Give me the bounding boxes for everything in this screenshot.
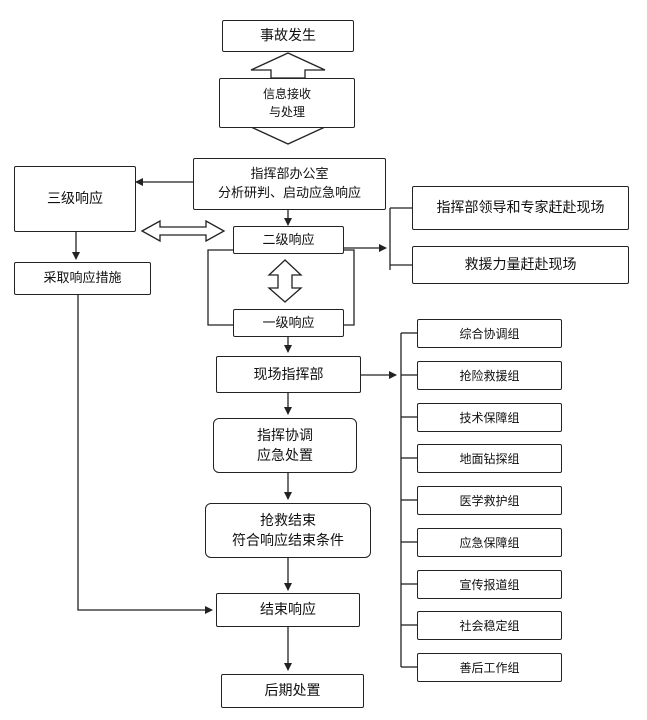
group-label: 地面钻探组 — [459, 451, 520, 466]
office-line2: 分析研判、启动应急响应 — [217, 186, 361, 201]
aftermath-box: 后期处置 — [221, 674, 364, 708]
end-response-label: 结束响应 — [260, 602, 316, 618]
info-line1: 信息接收 — [262, 87, 311, 101]
group-label: 宣传报道组 — [459, 577, 520, 592]
group-box: 综合协调组 — [417, 319, 562, 348]
level3-label: 三级响应 — [47, 191, 103, 207]
site-hq-box: 现场指挥部 — [216, 356, 361, 393]
group-label: 社会稳定组 — [459, 618, 520, 633]
info-double-arrow — [250, 52, 326, 79]
info-processing-box: 信息接收 与处理 — [219, 78, 355, 128]
coord-line1: 指挥协调 — [257, 427, 313, 444]
response-measures-box: 采取响应措施 — [14, 262, 151, 295]
level2-level1-double-arrow — [267, 259, 303, 303]
end-rescue-line2: 符合响应结束条件 — [232, 532, 344, 549]
group-box: 医学救护组 — [417, 486, 562, 515]
group-label: 抢险救援组 — [459, 368, 520, 383]
group-box: 善后工作组 — [417, 653, 562, 682]
level2-label: 二级响应 — [262, 232, 315, 248]
command-office-box: 指挥部办公室 分析研判、启动应急响应 — [193, 158, 386, 210]
rescue-force-box: 救援力量赶赴现场 — [412, 246, 629, 284]
group-label: 应急保障组 — [459, 535, 520, 550]
site-hq-label: 现场指挥部 — [253, 366, 324, 383]
end-rescue-box: 抢救结束 符合响应结束条件 — [205, 503, 371, 558]
group-label: 技术保障组 — [459, 410, 520, 425]
measures-label: 采取响应措施 — [43, 271, 122, 286]
coordination-box: 指挥协调 应急处置 — [213, 418, 357, 473]
accident-label: 事故发生 — [260, 28, 316, 44]
level2-response-box: 二级响应 — [233, 226, 344, 254]
group-box: 抢险救援组 — [417, 361, 562, 390]
level1-response-box: 一级响应 — [233, 309, 344, 337]
group-box: 技术保障组 — [417, 403, 562, 432]
level1-label: 一级响应 — [262, 315, 315, 331]
group-box: 应急保障组 — [417, 528, 562, 557]
accident-box: 事故发生 — [222, 20, 354, 52]
group-box: 宣传报道组 — [417, 570, 562, 599]
level-double-arrow — [140, 219, 226, 243]
end-rescue-line1: 抢救结束 — [260, 512, 316, 529]
leaders-experts-box: 指挥部领导和专家赶赴现场 — [412, 186, 629, 230]
group-box: 地面钻探组 — [417, 444, 562, 473]
group-label: 综合协调组 — [459, 326, 520, 341]
group-label: 善后工作组 — [459, 660, 520, 675]
end-response-box: 结束响应 — [216, 593, 360, 627]
office-line1: 指挥部办公室 — [250, 167, 329, 182]
leaders-label: 指挥部领导和专家赶赴现场 — [436, 200, 605, 216]
aftermath-label: 后期处置 — [264, 683, 321, 699]
group-label: 医学救护组 — [459, 493, 520, 508]
group-box: 社会稳定组 — [417, 611, 562, 640]
info-line2: 与处理 — [268, 105, 305, 119]
level3-response-box: 三级响应 — [14, 166, 136, 232]
coord-line2: 应急处置 — [257, 447, 313, 464]
rescue-force-label: 救援力量赶赴现场 — [464, 257, 577, 273]
